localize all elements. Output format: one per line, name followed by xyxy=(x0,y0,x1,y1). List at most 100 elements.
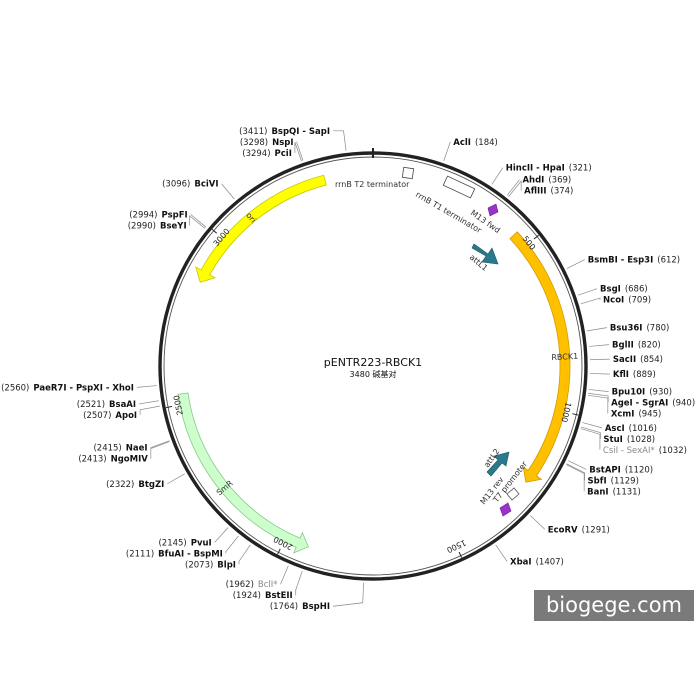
attl2-site: attL2 xyxy=(482,447,510,477)
site-leader-bsu36i xyxy=(587,327,607,332)
site-csii-sexai-: CsiI - SexAI*(1032) xyxy=(603,446,687,456)
site-position: (854) xyxy=(640,355,663,365)
site-leader-hincii-hpai xyxy=(491,167,504,185)
site-leader-ngomiv xyxy=(150,441,170,459)
site-position: (3411) xyxy=(239,127,267,137)
site-name: HincII - HpaI xyxy=(506,164,565,174)
site-position: (1120) xyxy=(625,465,653,475)
site-leader-bsmbi-esp3i xyxy=(566,259,585,269)
restriction-sites: AclI(184)HincII - HpaI(321)AhdI(369)AflI… xyxy=(1,127,695,612)
site-name: BsmBI - Esp3I xyxy=(588,256,654,266)
site-position: (3096) xyxy=(162,180,190,190)
site-name: PvuI xyxy=(191,538,212,548)
site-leader-bsphi xyxy=(332,582,364,607)
site-name: AscI xyxy=(605,424,625,434)
site-name: CsiI - SexAI* xyxy=(603,446,655,456)
site-leader-acli xyxy=(443,141,451,161)
site-position: (2560) xyxy=(1,383,29,393)
rbck1-feature-arc xyxy=(509,231,571,483)
site-position: (1016) xyxy=(629,424,657,434)
site-position: (1129) xyxy=(611,476,639,486)
site-position: (374) xyxy=(551,187,574,197)
site-name: BclI* xyxy=(258,580,278,590)
plasmid-name: pENTR223-RBCK1 xyxy=(324,356,422,369)
site-name: AflIII xyxy=(524,187,546,197)
site-position: (889) xyxy=(633,370,656,380)
site-xbai: XbaI(1407) xyxy=(510,557,564,567)
site-bstapi: BstAPI(1120) xyxy=(589,465,653,475)
site-leader-naei xyxy=(150,440,170,449)
site-ecorv: EcoRV (1291) xyxy=(548,525,610,535)
site-name: BsaAI xyxy=(109,400,136,410)
site-apoi: (2507)ApoI xyxy=(83,411,137,421)
site-position: (2073) xyxy=(185,560,213,570)
site-bsphi: (1764)BspHI xyxy=(270,602,330,612)
site-position: (1291) xyxy=(582,525,610,535)
site-name: ApoI xyxy=(115,411,137,421)
site-name: SbfI xyxy=(588,476,607,486)
site-leader-bsteii xyxy=(295,571,303,596)
scale-tick-label-2500: 2500 xyxy=(172,394,185,416)
site-name: BfuAI - BspMI xyxy=(158,549,223,559)
site-name: BseYI xyxy=(160,222,187,232)
site-leader-apoi xyxy=(139,405,160,415)
site-name: BglII xyxy=(612,341,634,351)
site-name: AgeI - SgrAI xyxy=(611,399,668,409)
site-position: (1962) xyxy=(226,580,254,590)
site-name: PciI xyxy=(275,149,292,159)
site-leader-paer7i-pspxi-xhoi xyxy=(136,385,157,388)
rbck1-feature-label: RBCK1 xyxy=(551,352,578,362)
site-leader-ncoi xyxy=(580,297,601,305)
site-position: (2322) xyxy=(106,480,134,490)
site-leader-afliii xyxy=(508,180,522,197)
site-leader-agei-sgrai xyxy=(588,393,609,403)
site-bani: BanI(1131) xyxy=(587,487,641,497)
site-agei-sgrai: AgeI - SgrAI (940) xyxy=(611,399,695,409)
site-xcmi: XcmI(945) xyxy=(611,410,661,420)
site-stui: StuI(1028) xyxy=(603,435,655,445)
site-position: (930) xyxy=(649,388,672,398)
site-leader-blpi xyxy=(238,544,251,565)
ori-feature-arc xyxy=(195,174,327,283)
site-position: (2994) xyxy=(129,211,157,221)
site-name: BstEII xyxy=(265,591,293,601)
site-pcii: (3294)PciI xyxy=(242,149,292,159)
attl1-site: attL1 xyxy=(468,243,499,273)
site-position: (612) xyxy=(657,256,680,266)
site-nspi: (3298)NspI xyxy=(240,138,294,148)
site-position: (369) xyxy=(548,176,571,186)
site-leader-bcli- xyxy=(280,565,289,585)
site-leader-xbai xyxy=(495,544,508,562)
site-name: EcoRV xyxy=(548,525,578,535)
site-position: (2413) xyxy=(78,455,106,465)
site-kfli: KflI(889) xyxy=(613,370,656,380)
site-position: (940) xyxy=(672,399,695,409)
site-name: AclI xyxy=(453,138,471,148)
site-hincii-hpai: HincII - HpaI(321) xyxy=(506,164,592,174)
site-bsu36i: Bsu36I(780) xyxy=(610,324,669,334)
smr-feature-arc xyxy=(177,392,309,554)
site-leader-bspqi-sapi xyxy=(333,130,347,151)
site-blpi: (2073)BlpI xyxy=(185,560,236,570)
site-sbfi: SbfI (1129) xyxy=(588,476,639,486)
scale-tick-2500 xyxy=(166,405,173,409)
site-bsgi: BsgI(686) xyxy=(600,285,648,295)
site-leader-asci xyxy=(582,422,602,429)
site-name: BanI xyxy=(587,487,608,497)
site-leader-pvui xyxy=(214,527,229,543)
site-acli: AclI(184) xyxy=(453,138,498,148)
site-position: (2145) xyxy=(158,538,186,548)
site-leader-btgzi xyxy=(167,473,185,485)
site-leader-csii-sexai- xyxy=(580,428,601,450)
scale-tick-500 xyxy=(533,234,539,240)
site-name: NgoMIV xyxy=(111,455,149,465)
site-leader-pcii xyxy=(294,142,302,162)
site-leader-nspi xyxy=(296,141,304,161)
site-position: (709) xyxy=(628,296,651,306)
site-leader-ahdi xyxy=(506,179,520,196)
site-position: (3298) xyxy=(240,138,268,148)
site-sacii: SacII(854) xyxy=(613,355,663,365)
site-position: (780) xyxy=(646,324,669,334)
